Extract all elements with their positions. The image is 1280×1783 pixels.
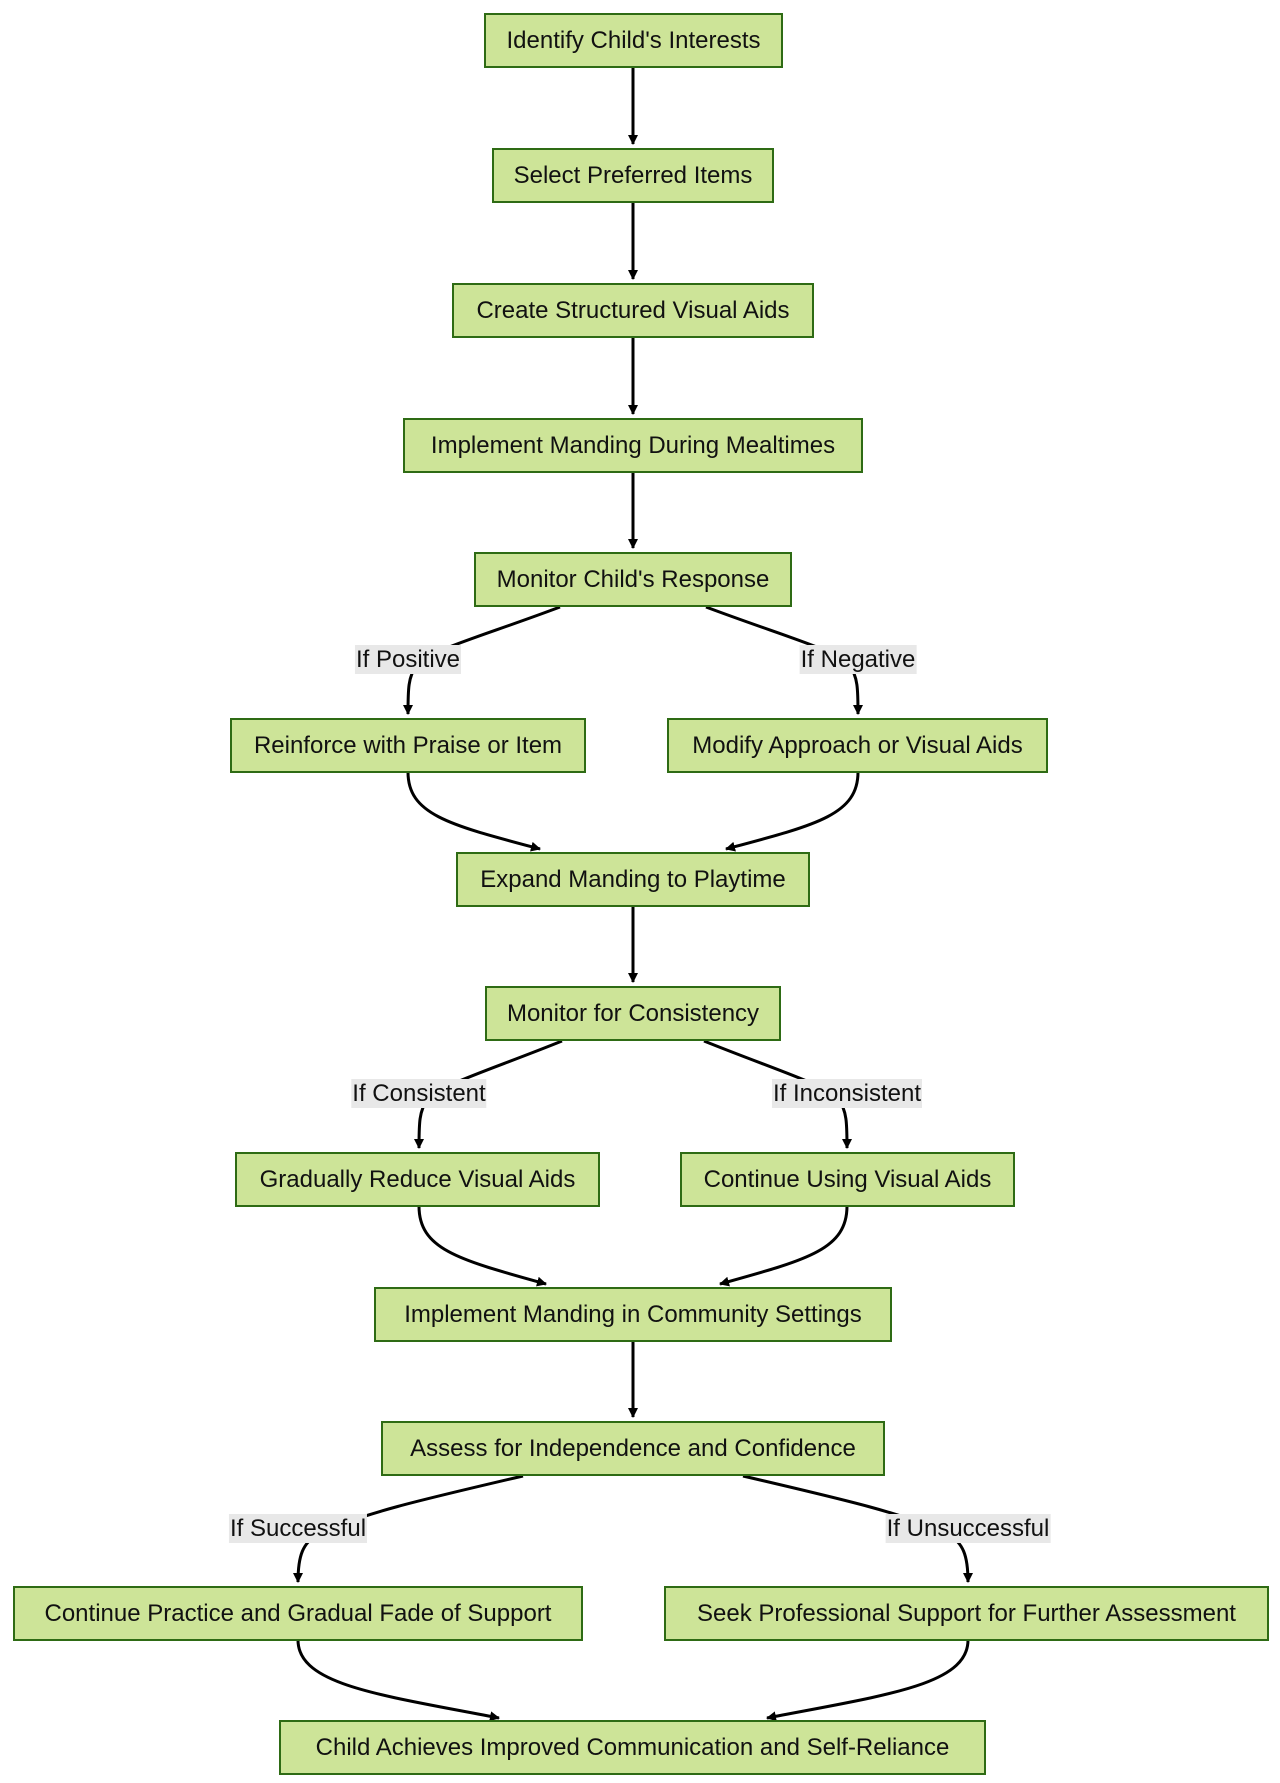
step-create-visual-aids[interactable]: Create Structured Visual Aids <box>452 283 814 338</box>
step-manding-mealtimes[interactable]: Implement Manding During Mealtimes <box>403 418 863 473</box>
edge-label-if-consistent: If Consistent <box>351 1079 487 1108</box>
step-label: Identify Child's Interests <box>506 26 761 54</box>
step-identify-interests[interactable]: Identify Child's Interests <box>484 13 783 68</box>
edge-label-if-inconsistent: If Inconsistent <box>771 1079 923 1108</box>
step-monitor-consistency[interactable]: Monitor for Consistency <box>485 986 781 1041</box>
step-assess-independence[interactable]: Assess for Independence and Confidence <box>381 1421 885 1476</box>
step-label: Monitor for Consistency <box>506 999 760 1027</box>
step-reinforce[interactable]: Reinforce with Praise or Item <box>230 718 586 773</box>
edge-label-if-successful: If Successful <box>228 1514 368 1543</box>
edge-n11-n12 <box>719 1205 849 1287</box>
edge-n6-n8 <box>406 771 541 852</box>
step-label: Child Achieves Improved Communication an… <box>315 1733 950 1761</box>
step-label: Implement Manding in Community Settings <box>404 1300 862 1328</box>
edge-n14-n16 <box>296 1639 500 1722</box>
step-expand-playtime[interactable]: Expand Manding to Playtime <box>456 852 810 907</box>
step-reduce-visual-aids[interactable]: Gradually Reduce Visual Aids <box>235 1152 600 1207</box>
step-label: Monitor Child's Response <box>496 565 770 593</box>
step-label: Select Preferred Items <box>513 161 753 189</box>
step-modify-approach[interactable]: Modify Approach or Visual Aids <box>667 718 1048 773</box>
step-label: Assess for Independence and Confidence <box>410 1434 856 1462</box>
step-label: Continue Using Visual Aids <box>703 1165 992 1193</box>
edge-label-if-negative: If Negative <box>799 645 917 674</box>
step-seek-professional[interactable]: Seek Professional Support for Further As… <box>664 1586 1269 1641</box>
step-child-achieves[interactable]: Child Achieves Improved Communication an… <box>279 1720 986 1775</box>
edge-label-if-unsuccessful: If Unsuccessful <box>885 1514 1051 1543</box>
step-label: Expand Manding to Playtime <box>480 865 786 893</box>
step-label: Reinforce with Praise or Item <box>253 731 563 759</box>
step-label: Implement Manding During Mealtimes <box>430 431 836 459</box>
edge-n15-n16 <box>766 1639 970 1722</box>
step-label: Seek Professional Support for Further As… <box>697 1599 1236 1627</box>
step-continue-visual-aids[interactable]: Continue Using Visual Aids <box>680 1152 1015 1207</box>
step-select-items[interactable]: Select Preferred Items <box>492 148 774 203</box>
step-continue-practice[interactable]: Continue Practice and Gradual Fade of Su… <box>13 1586 583 1641</box>
step-label: Modify Approach or Visual Aids <box>692 731 1023 759</box>
edge-label-if-positive: If Positive <box>354 645 462 674</box>
step-monitor-response[interactable]: Monitor Child's Response <box>474 552 792 607</box>
step-label: Gradually Reduce Visual Aids <box>259 1165 576 1193</box>
edge-n10-n12 <box>417 1205 547 1287</box>
edge-n7-n8 <box>725 771 860 852</box>
step-label: Create Structured Visual Aids <box>476 296 790 324</box>
step-label: Continue Practice and Gradual Fade of Su… <box>44 1599 552 1627</box>
step-manding-community[interactable]: Implement Manding in Community Settings <box>374 1287 892 1342</box>
